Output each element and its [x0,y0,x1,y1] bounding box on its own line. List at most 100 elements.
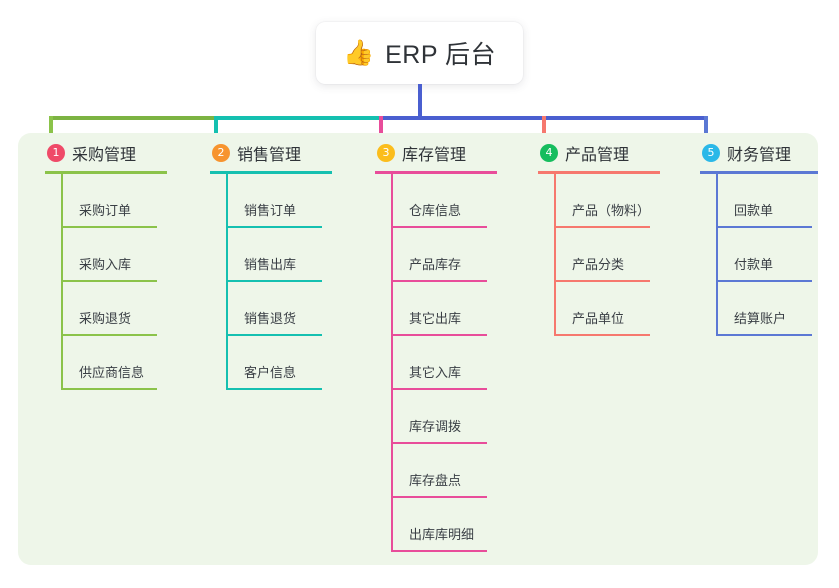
list-item-rule [554,280,650,282]
column-header-3[interactable]: 3 库存管理 [375,140,525,166]
connector-drop-3 [379,116,383,146]
list-item-label: 产品库存 [409,257,462,272]
list-item-rule [716,280,812,282]
list-item-label: 采购订单 [79,203,132,218]
list-item[interactable]: 库存盘点 [391,444,525,498]
column-header-rule [45,171,167,174]
list-item[interactable]: 采购订单 [61,174,195,228]
number-badge-icon: 5 [702,144,720,162]
list-item-label: 客户信息 [244,365,297,380]
list-item[interactable]: 产品（物料） [554,174,688,228]
trunk-connector [418,84,422,118]
root-node-title: ERP 后台 [385,41,497,69]
column-header-1[interactable]: 1 采购管理 [45,140,195,166]
list-item-label: 其它出库 [409,311,462,326]
list-item-label: 采购入库 [79,257,132,272]
list-item[interactable]: 付款单 [716,228,839,282]
number-badge-icon: 4 [540,144,558,162]
list-item-label: 销售订单 [244,203,297,218]
list-item[interactable]: 结算账户 [716,282,839,336]
list-item[interactable]: 供应商信息 [61,336,195,390]
column-header-4[interactable]: 4 产品管理 [538,140,688,166]
list-item-rule [391,388,487,390]
connector-drop-1 [49,116,53,146]
list-item-rule [716,226,812,228]
list-item-rule [226,280,322,282]
list-item-rule [61,280,157,282]
list-item-rule [391,280,487,282]
column-header-rule [375,171,497,174]
column-header-5[interactable]: 5 财务管理 [700,140,839,166]
list-item-label: 仓库信息 [409,203,462,218]
list-item[interactable]: 销售订单 [226,174,360,228]
list-item[interactable]: 采购退货 [61,282,195,336]
item-spine [61,174,63,390]
list-item-rule [391,442,487,444]
list-item-rule [391,550,487,552]
list-item-label: 产品分类 [572,257,625,272]
column-3: 3 库存管理仓库信息产品库存其它出库其它入库库存调拨库存盘点出库库明细 [375,140,525,552]
list-item[interactable]: 产品库存 [391,228,525,282]
item-list: 产品（物料） 产品分类产品单位 [538,174,688,336]
list-item[interactable]: 仓库信息 [391,174,525,228]
list-item-label: 产品（物料） [572,203,651,218]
list-item-rule [61,226,157,228]
list-item[interactable]: 客户信息 [226,336,360,390]
content-panel [18,133,818,565]
list-item-label: 其它入库 [409,365,462,380]
column-title: 销售管理 [237,147,302,164]
list-item-rule [554,226,650,228]
list-item-label: 销售退货 [244,311,297,326]
item-list: 采购订单采购入库采购退货供应商信息 [45,174,195,390]
list-item[interactable]: 产品单位 [554,282,688,336]
list-item-rule [226,226,322,228]
list-item[interactable]: 出库库明细 [391,498,525,552]
thumbs-up-icon: 👍 [342,38,375,67]
list-item[interactable]: 回款单 [716,174,839,228]
item-list: 回款单付款单结算账户 [700,174,839,336]
list-item-label: 采购退货 [79,311,132,326]
column-header-rule [700,171,818,174]
column-title: 财务管理 [727,147,792,164]
connector-drop-5 [704,116,708,146]
list-item[interactable]: 采购入库 [61,228,195,282]
list-item-label: 库存调拨 [409,419,462,434]
column-5: 5 财务管理回款单付款单结算账户 [700,140,839,336]
list-item-label: 销售出库 [244,257,297,272]
item-spine [226,174,228,390]
list-item-label: 产品单位 [572,311,625,326]
list-item-rule [391,334,487,336]
number-badge-icon: 3 [377,144,395,162]
list-item-rule [391,226,487,228]
column-4: 4 产品管理产品（物料） 产品分类产品单位 [538,140,688,336]
item-list: 销售订单销售出库销售退货客户信息 [210,174,360,390]
list-item-label: 库存盘点 [409,473,462,488]
item-spine [391,174,393,552]
list-item-rule [61,388,157,390]
list-item[interactable]: 其它入库 [391,336,525,390]
column-title: 采购管理 [72,147,137,164]
root-node-card[interactable]: 👍 ERP 后台 [316,22,523,84]
list-item[interactable]: 其它出库 [391,282,525,336]
column-header-rule [210,171,332,174]
column-title: 产品管理 [565,147,630,164]
list-item-label: 出库库明细 [409,527,475,542]
list-item[interactable]: 产品分类 [554,228,688,282]
column-header-rule [538,171,660,174]
column-title: 库存管理 [402,147,467,164]
list-item[interactable]: 销售退货 [226,282,360,336]
bus-segment-teal [214,116,383,120]
list-item[interactable]: 库存调拨 [391,390,525,444]
number-badge-icon: 1 [47,144,65,162]
list-item-rule [554,334,650,336]
list-item[interactable]: 销售出库 [226,228,360,282]
list-item-rule [716,334,812,336]
column-1: 1 采购管理采购订单采购入库采购退货供应商信息 [45,140,195,390]
list-item-label: 供应商信息 [79,365,145,380]
connector-drop-2 [214,116,218,146]
list-item-rule [226,388,322,390]
item-spine [716,174,718,336]
